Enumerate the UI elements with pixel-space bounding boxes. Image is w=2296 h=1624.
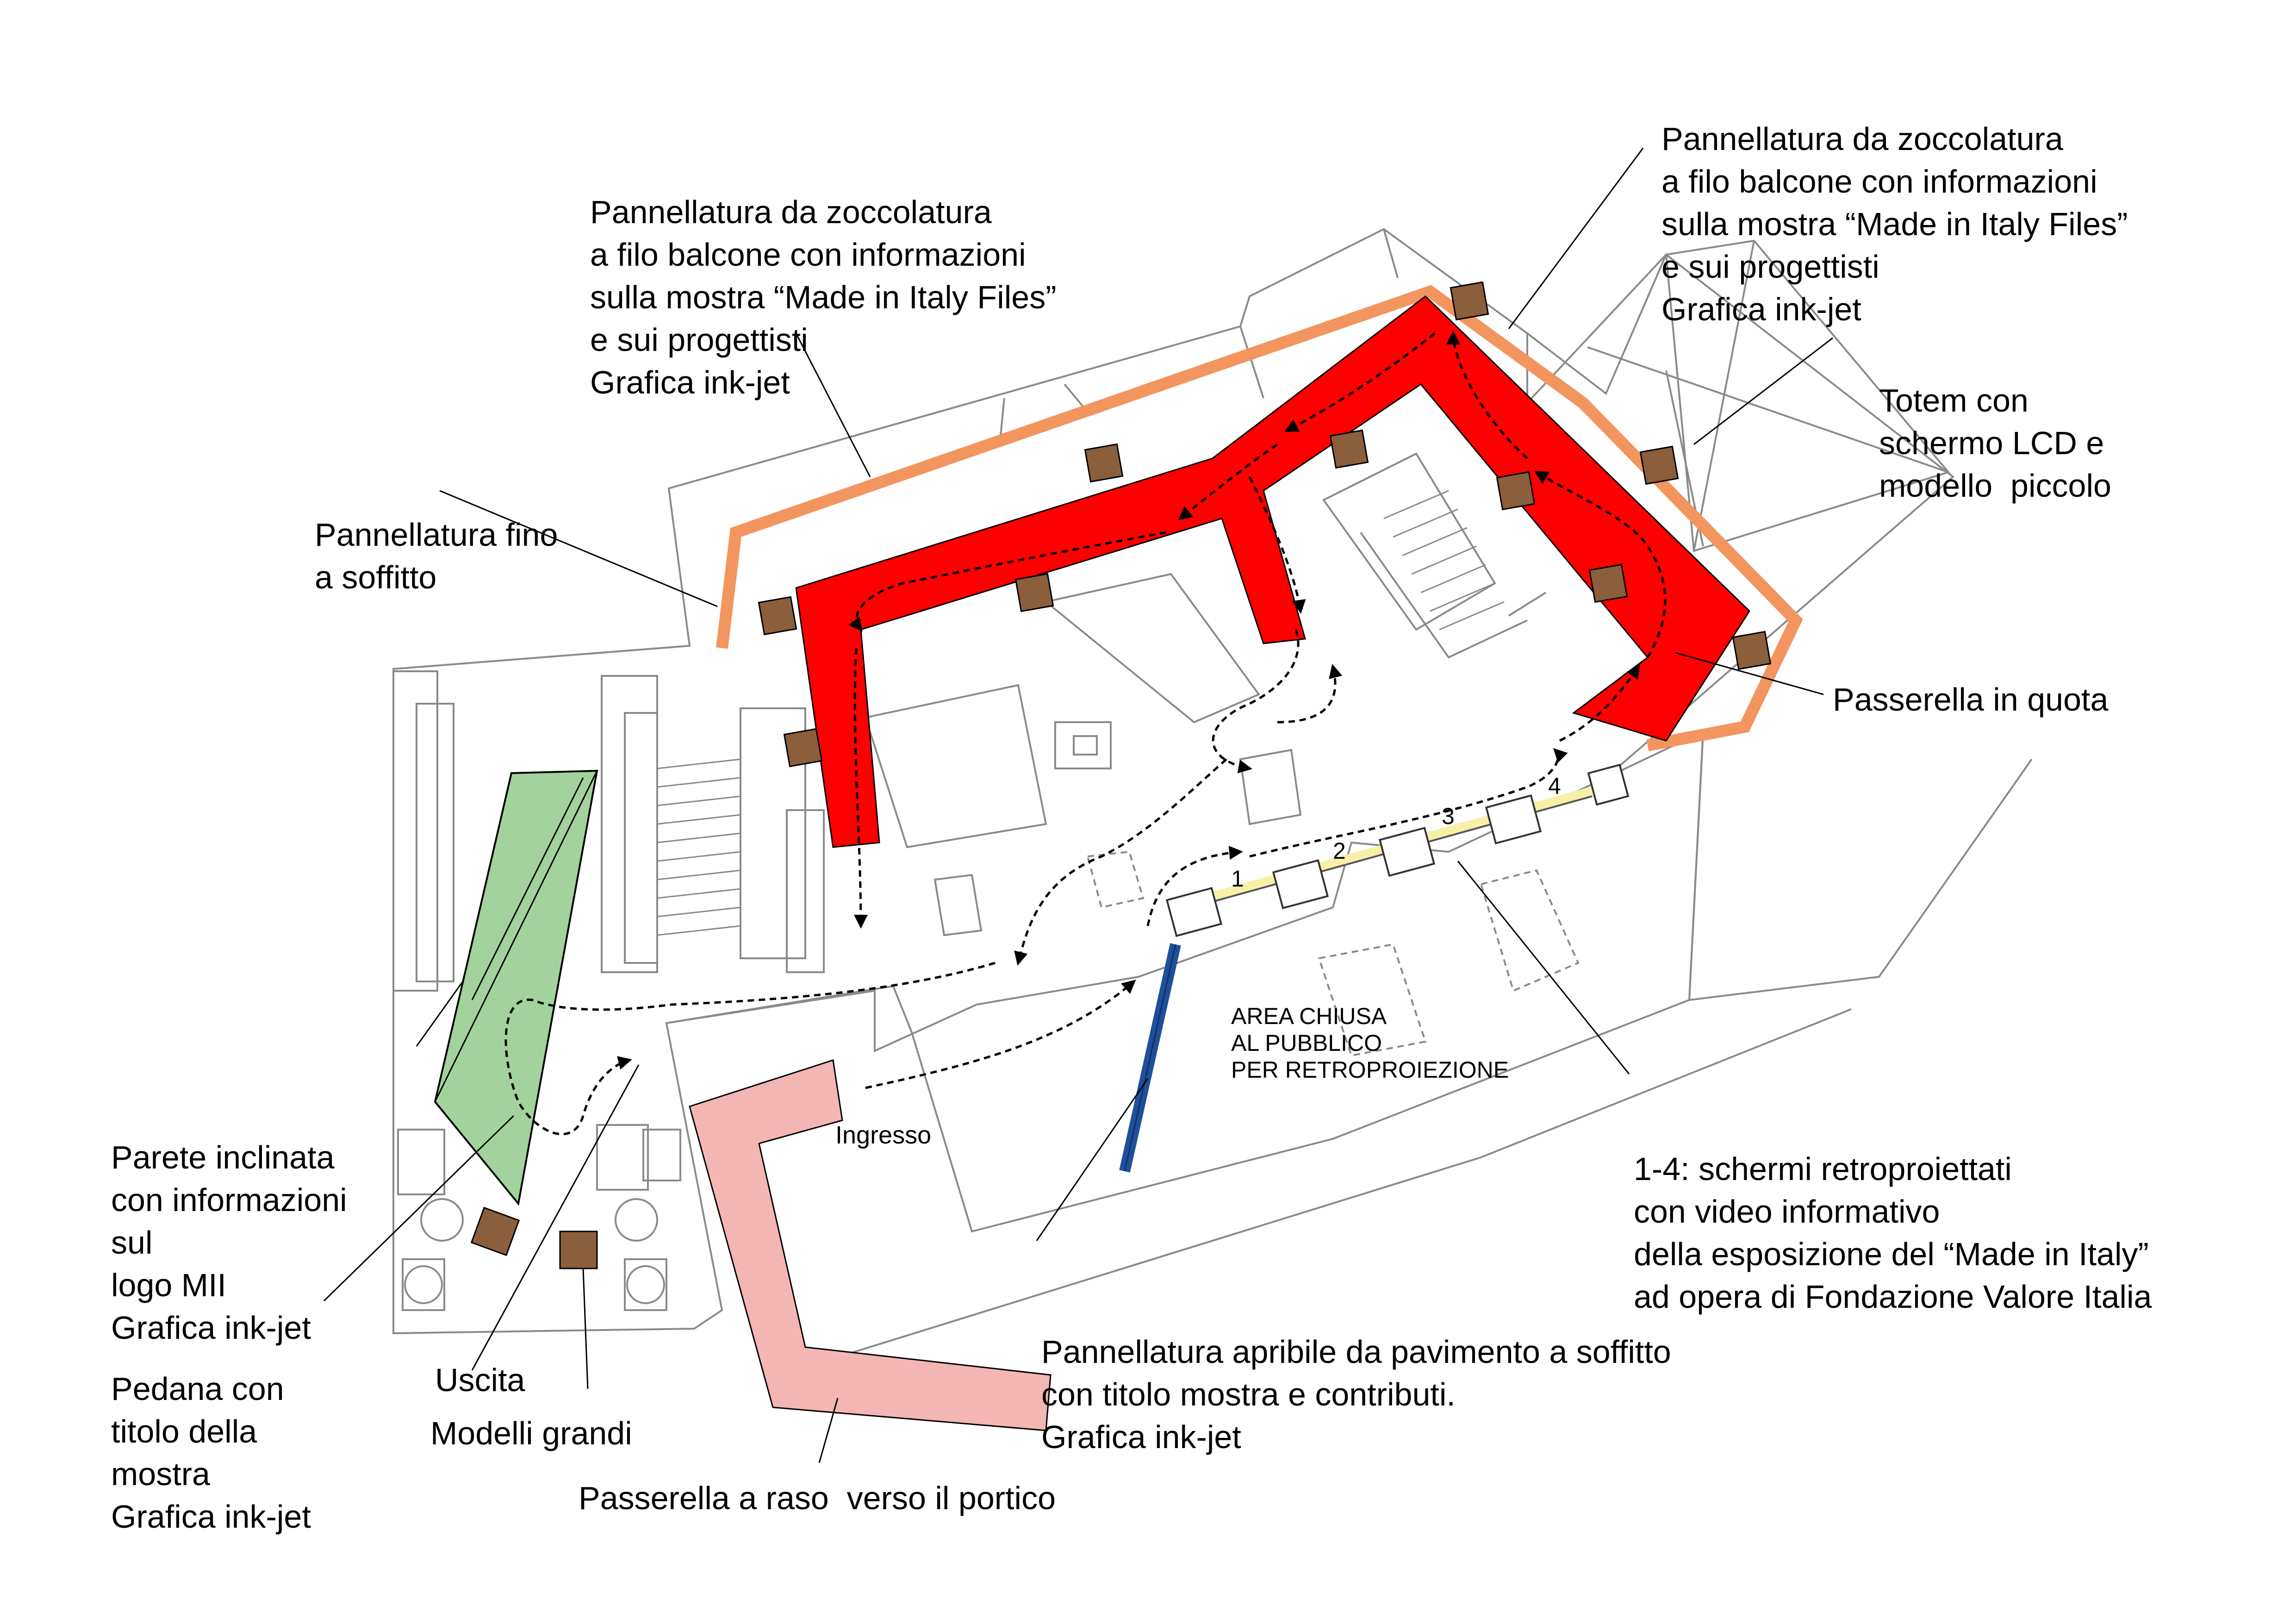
screen-number-4: 4 — [1548, 773, 1561, 799]
opening-panel-outline — [1124, 944, 1176, 1172]
inclined-wall — [434, 769, 598, 1206]
label-passerella-raso: Passerella a raso verso il portico — [579, 1480, 1056, 1516]
screen-box-2 — [1272, 859, 1329, 910]
screen-box-4 — [1485, 794, 1542, 845]
stair-hatching — [657, 490, 1505, 936]
screen-box-1 — [1165, 887, 1223, 937]
label-pannellatura-apribile: Pannellatura apribile da pavimento a sof… — [1041, 1334, 1671, 1455]
screen-number-2: 2 — [1333, 838, 1346, 864]
screen-number-3: 3 — [1442, 803, 1455, 829]
label-ingresso: Ingresso — [835, 1121, 932, 1149]
screen-box-3 — [1378, 826, 1436, 877]
model-boxes — [470, 281, 1772, 1269]
leader-lines — [323, 148, 1833, 1463]
screen-numbers: 1 2 3 4 — [1231, 773, 1561, 892]
label-passerella-quota: Passerella in quota — [1833, 681, 2109, 718]
opening-panel — [1119, 943, 1181, 1173]
visitor-path — [504, 331, 1667, 1136]
label-uscita: Uscita — [435, 1362, 525, 1398]
screen-box-5 — [1587, 763, 1630, 806]
inclined-wall-diagonal — [434, 770, 598, 1102]
screen-number-1: 1 — [1231, 866, 1244, 892]
label-modelli-grandi: Modelli grandi — [430, 1415, 632, 1451]
ground-walkway — [689, 1059, 1052, 1431]
ceiling-panel-line — [716, 285, 1803, 751]
projection-screens — [1165, 763, 1630, 937]
